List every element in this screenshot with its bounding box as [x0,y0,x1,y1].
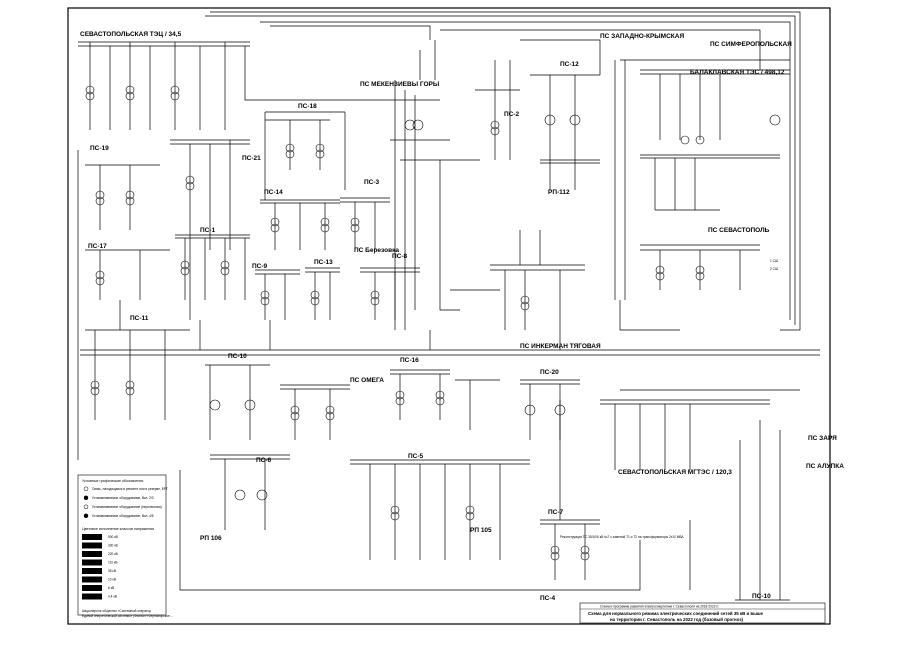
substation-label-ps9: ПС-9 [252,263,268,270]
substation-label-rp105: РП 105 [470,527,492,534]
legend-voltage-label: 500 кВ [108,535,118,539]
legend-item: Связь, находящаяся в ремонте или в резер… [92,487,168,491]
substation-label-ps13: ПС-13 [314,259,333,266]
legend-item: Устанавливаемое оборудование, Вкл. 4/5 [92,514,154,518]
substation-label-ps19: ПС-19 [90,145,109,152]
legend-voltage-swatch [82,585,102,591]
substation-label-zkr: ПС ЗАПАДНО-КРЫМСКАЯ [600,33,684,40]
legend-voltage-label: 35 кВ [108,569,116,573]
bus-label-2ssh: 2 СШ [770,267,778,271]
legend-symbol-icon [83,495,89,501]
legend-voltage-swatch [82,593,102,600]
substation-label-ps10: ПС-10 [228,353,247,360]
substation-label-simf: ПС СИМФЕРОПОЛЬСКАЯ [710,41,792,48]
substation-labels: СЕВАСТОПОЛЬСКАЯ ТЭЦ / 34,5 ПС МЕКЕНЗИЕВЫ … [80,31,844,602]
substation-label-ps5: ПС-5 [408,453,424,460]
legend-voltage-swatch [82,542,102,549]
substation-label-rp112: РП-112 [548,189,570,196]
substation-label-ps21: ПС-21 [242,155,261,162]
legend-item: Устанавливаемое оборудование (перспектив… [92,505,162,509]
substation-label-ps14: ПС-14 [264,189,283,196]
substation-label-ps3: ПС-3 [364,179,380,186]
substation-label-berez: ПС Березовка [354,247,399,254]
bus-label-1ssh: 1 СШ [770,259,778,263]
substation-label-menzh: ПС МЕКЕНЗИЕВЫ ГОРЫ [360,81,439,88]
legend: Условные графические обозначения Связь, … [77,474,173,618]
substation-label-ps6: ПС-6 [256,457,272,464]
substation-label-alupka: ПС АЛУПКА [806,463,844,470]
voltage-labels: 1 СШ 2 СШ Реконструкция ПС 35/10/6 кВ №7… [560,259,778,539]
substation-label-ps11: ПС-11 [130,315,149,322]
title-block: Схема и программа развития электроэнерге… [579,602,826,624]
substation-label-sev: ПС СЕВАСТОПОЛЬ [708,227,770,234]
substation-label-ps17: ПС-17 [88,243,107,250]
substation-label-ps4: ПС-4 [540,595,556,602]
transformers [85,85,781,561]
substation-label-zarya: ПС ЗАРЯ [808,435,837,442]
substation-label-ps18: ПС-18 [298,103,317,110]
legend-voltage-heading: Цветовое исполнение классов напряжения [82,527,154,531]
org-line-1: Акционерное общество «Системный оператор [82,609,151,613]
legend-heading: Условные графические обозначения [82,479,143,483]
substation-label-inker: ПС ИНКЕРМАН ТЯГОВАЯ [520,343,601,350]
substation-label-ps10b: ПС-10 [752,593,771,600]
legend-voltage-swatch [82,534,102,540]
substation-label-ps12: ПС-12 [560,61,579,68]
substation-label-bal: БАЛАКЛАВСКАЯ ТЭС / 498,12 [690,69,785,76]
substation-label-tec: СЕВАСТОПОЛЬСКАЯ ТЭЦ / 34,5 [80,31,182,38]
substation-label-ps20: ПС-20 [540,369,559,376]
substation-label-ps8: ПС-8 [392,253,408,260]
substation-label-ps2: ПС-2 [504,111,520,118]
legend-symbol-icon [83,513,89,519]
substation-label-ps16: ПС-16 [400,357,419,364]
legend-voltage-label: 6 кВ [108,586,114,590]
title-line-1: Схема и программа развития электроэнерге… [600,605,720,609]
org-line-2: Единой энергетической системы» (Филиал «… [82,614,173,618]
title-line-2: Схема для нормального режима электрическ… [588,611,764,616]
legend-voltage-label: 330 кВ [108,544,118,548]
legend-voltage-swatch [82,576,102,583]
legend-voltage-swatch [82,568,102,574]
wiring [77,11,820,601]
legend-voltage-swatch [82,551,102,557]
title-line-3: на территории г. Севастополь на 2022 год… [610,617,744,622]
legend-voltage-label: 0,4 кВ [108,595,117,599]
legend-symbol-icon [83,504,89,510]
reconstruction-note: Реконструкция ПС 35/10/6 кВ №7 с заменой… [560,535,684,539]
substation-label-mgtes: СЕВАСТОПОЛЬСКАЯ МГТЭС / 120,3 [618,469,732,476]
legend-voltage-label: 10 кВ [108,578,116,582]
substation-label-rp106: РП 106 [200,535,222,542]
legend-item: Устанавливаемое оборудование, Вкл. 2/3 [92,496,154,500]
substation-label-omega: ПС ОМЕГА [350,377,384,384]
legend-voltage-label: 220 кВ [108,552,118,556]
sheet-frame [67,7,831,625]
legend-voltage-swatch [82,559,102,566]
substation-label-ps1: ПС-1 [200,227,216,234]
legend-voltage-label: 110 кВ [108,561,118,565]
substation-label-ps7: ПС-7 [548,509,564,516]
legend-symbol-icon [83,486,89,492]
